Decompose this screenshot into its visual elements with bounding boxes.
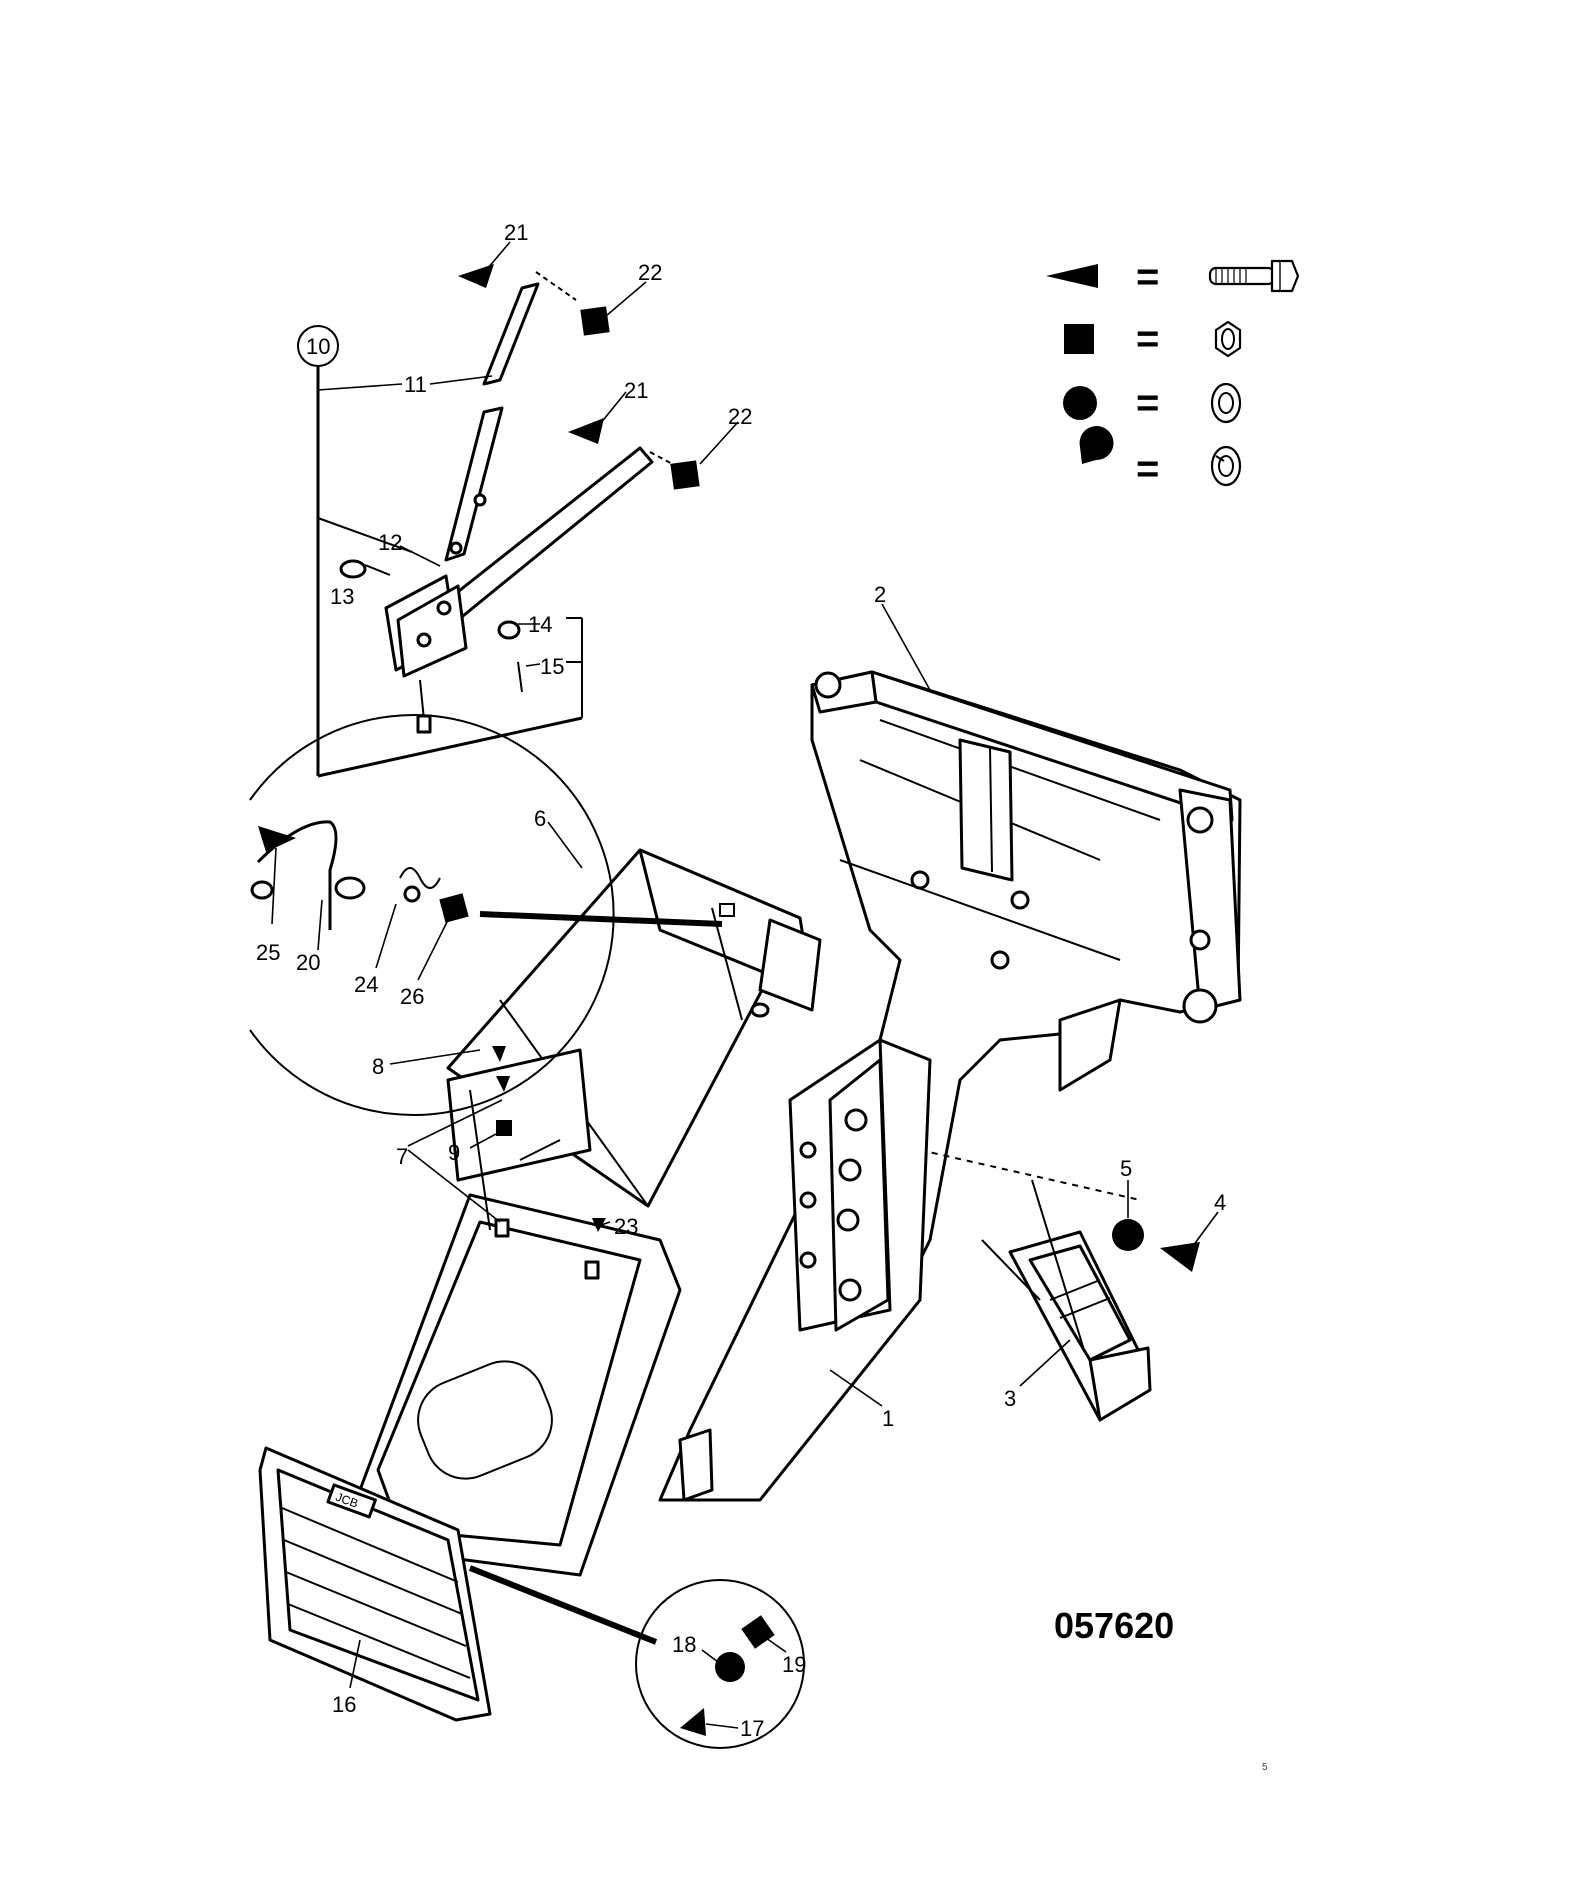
callout-14: 14 <box>528 612 552 637</box>
grille-drawing: JCB <box>258 1446 492 1722</box>
callout-25: 25 <box>256 940 280 965</box>
callout-15: 15 <box>540 654 564 679</box>
callout-3: 3 <box>1004 1386 1016 1411</box>
nut-marker-9 <box>496 1120 512 1136</box>
callout-4: 4 <box>1214 1190 1226 1215</box>
callout-20: 20 <box>296 950 320 975</box>
step-drawing <box>981 1179 1152 1422</box>
bolt-marker-21a <box>458 264 494 288</box>
callout-21b: 21 <box>624 378 648 403</box>
prop-arm-drawing <box>339 271 681 734</box>
callout-1: 1 <box>882 1406 894 1431</box>
nut-marker-22b <box>670 460 700 490</box>
nut-marker-26 <box>439 893 469 923</box>
callout-11: 11 <box>404 372 427 397</box>
callout-24: 24 <box>354 972 378 997</box>
washer-marker-18 <box>715 1652 745 1682</box>
callout-23: 23 <box>614 1214 638 1239</box>
callout-labels: 21 22 10 11 21 22 12 13 14 15 2 6 25 20 … <box>256 220 1226 1741</box>
bracket-lines <box>297 325 583 778</box>
bolt-icon <box>1208 259 1300 293</box>
spring-washer-icon <box>1210 445 1242 487</box>
bolt-marker-25 <box>258 826 296 852</box>
callout-18: 18 <box>672 1632 696 1657</box>
callout-7: 7 <box>396 1144 408 1169</box>
bolt-marker-21b <box>568 418 604 444</box>
bolt-marker-8 <box>492 1046 506 1062</box>
callout-13: 13 <box>330 584 354 609</box>
bolt-marker-17 <box>680 1708 706 1736</box>
washer-marker-5 <box>1112 1219 1144 1251</box>
callout-22b: 22 <box>728 404 752 429</box>
drawing-number: 057620 <box>1054 1605 1174 1646</box>
callout-6: 6 <box>534 806 546 831</box>
callout-19: 19 <box>782 1652 806 1677</box>
callout-8: 8 <box>372 1054 384 1079</box>
hex-nut-icon <box>1214 320 1242 358</box>
bonnet-panel-drawing <box>358 1048 682 1577</box>
legend-arrowhead-symbol <box>1046 264 1098 288</box>
nut-marker-19 <box>741 1615 775 1649</box>
callout-21a: 21 <box>504 220 528 245</box>
callout-2: 2 <box>874 582 886 607</box>
leader-lines <box>271 241 1219 1729</box>
front-subframe-drawing <box>658 1038 932 1502</box>
page-number: 5 <box>1262 1762 1268 1773</box>
plain-washer-icon <box>1210 382 1242 424</box>
inset-detail-fixings <box>468 1565 805 1749</box>
callout-22a: 22 <box>638 260 662 285</box>
bolt-marker-4 <box>1160 1242 1200 1272</box>
bolt-marker-8b <box>496 1076 510 1092</box>
callout-12: 12 <box>378 530 402 555</box>
callout-9: 9 <box>448 1140 460 1165</box>
callout-5: 5 <box>1120 1156 1132 1181</box>
legend-equals-2: = <box>1136 317 1159 361</box>
nut-marker-22a <box>580 306 610 336</box>
legend-equals-4: = <box>1136 447 1159 491</box>
callout-10: 10 <box>306 334 330 359</box>
callout-17: 17 <box>740 1716 764 1741</box>
legend-equals-1: = <box>1136 255 1159 299</box>
legend-notched-circle-symbol <box>1079 426 1114 464</box>
legend-square-symbol <box>1064 324 1094 354</box>
legend-equals-3: = <box>1136 381 1159 425</box>
callout-16: 16 <box>332 1692 356 1717</box>
legend-circle-symbol <box>1063 386 1097 420</box>
callout-26: 26 <box>400 984 424 1009</box>
fixing-symbols <box>258 264 1200 1736</box>
legend: = = = = <box>1046 255 1300 491</box>
